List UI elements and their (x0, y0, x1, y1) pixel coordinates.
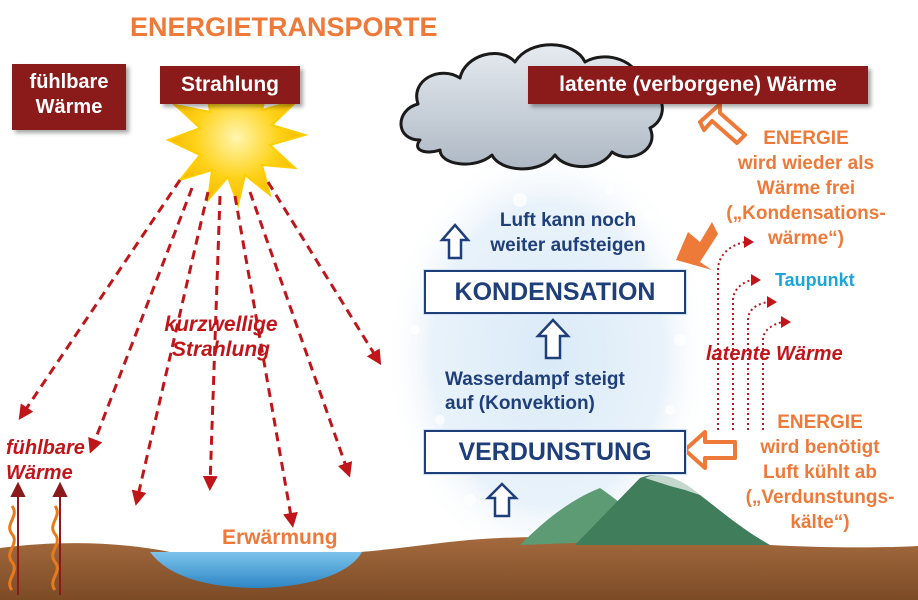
latent-heat-arrowheads (744, 236, 791, 328)
radiation-box: Strahlung (160, 66, 300, 104)
energy-released-label: ENERGIE wird wieder als Wärme frei („Kon… (726, 128, 886, 249)
latent-heat-label: latente Wärme (706, 343, 843, 365)
orange-energy-arrows (683, 102, 747, 470)
shortwave-radiation-label: kurzwellige Strahlung (164, 313, 278, 361)
vapor-rises-label: Wasserdampf steigt auf (Konvektion) (445, 369, 625, 414)
evaporation-box: VERDUNSTUNG (424, 430, 686, 474)
cloud-icon (399, 43, 664, 171)
up-arrow-icon (439, 223, 571, 518)
dew-point-label: Taupunkt (775, 270, 855, 290)
shortwave-rays (18, 179, 382, 528)
sensible-heat-box: fühlbare Wärme (12, 64, 126, 130)
warming-label: Erwärmung (222, 526, 338, 549)
condensation-box: KONDENSATION (424, 270, 686, 314)
heat-wave-arrows (10, 481, 68, 595)
energy-needed-label: ENERGIE wird benötigt Luft kühlt ab („Ve… (745, 412, 895, 533)
heat-wave-icon (8, 505, 59, 591)
air-rises-label: Luft kann noch weiter aufsteigen (490, 210, 646, 256)
latent-heat-box: latente (verborgene) Wärme (528, 66, 868, 104)
mountain-icon (520, 474, 770, 545)
latent-heat-arrows (717, 241, 783, 430)
page-title: ENERGIETRANSPORTE (130, 12, 438, 42)
sun-icon (165, 66, 309, 209)
ground (0, 536, 918, 600)
lake-icon (150, 552, 362, 588)
solid-orange-arrow (676, 222, 718, 270)
sensible-heat-label: fühlbare Wärme (6, 437, 85, 484)
